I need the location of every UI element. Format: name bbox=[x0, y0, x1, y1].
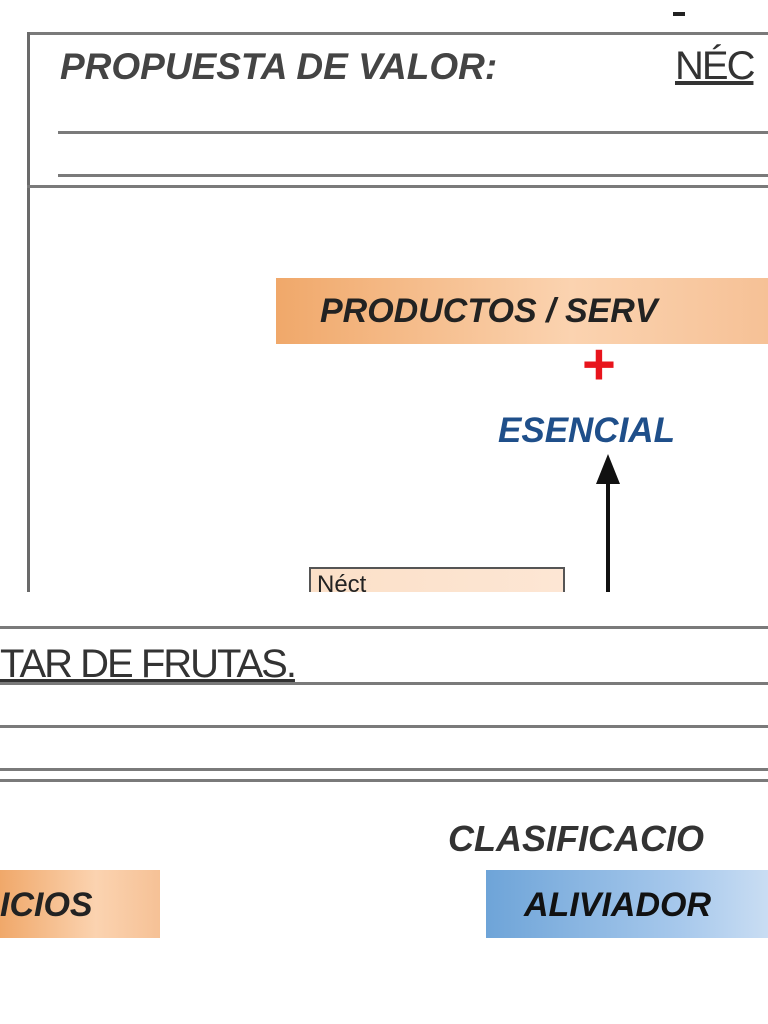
products-services-header: PRODUCTOS / SERV bbox=[276, 278, 768, 344]
bottom-fragment: TAR DE FRUTAS. CLASIFICACIO ICIOS ALIVIA… bbox=[0, 592, 768, 1024]
writing-line bbox=[0, 725, 768, 728]
value-proposition-label: PROPUESTA DE VALOR: bbox=[60, 46, 498, 87]
value-proposition-value: NÉC bbox=[675, 44, 755, 88]
product-box-text: Néct bbox=[317, 571, 367, 593]
header-divider bbox=[0, 779, 768, 782]
product-box: Néct bbox=[309, 567, 565, 592]
tick-mark bbox=[673, 12, 685, 16]
clasificacion-label: CLASIFICACIO bbox=[448, 818, 704, 859]
aliviador-label: ALIVIADOR bbox=[524, 886, 711, 924]
products-services-label: PRODUCTOS / SERV bbox=[320, 292, 658, 330]
aliviador-header: ALIVIADOR bbox=[486, 870, 768, 938]
writing-line bbox=[58, 174, 768, 177]
plus-icon: + bbox=[582, 332, 616, 397]
writing-line bbox=[58, 131, 768, 134]
frame-top-border bbox=[0, 626, 768, 629]
header-divider bbox=[27, 185, 768, 188]
frame-top-border bbox=[27, 32, 768, 35]
writing-line bbox=[0, 768, 768, 771]
frame-left-border bbox=[27, 32, 30, 592]
esencial-label: ESENCIAL bbox=[498, 411, 675, 450]
products-services-header: ICIOS bbox=[0, 870, 160, 938]
writing-line bbox=[0, 682, 768, 685]
products-services-label: ICIOS bbox=[0, 886, 93, 924]
arrow-up-icon bbox=[596, 454, 620, 592]
value-proposition-value: TAR DE FRUTAS. bbox=[0, 642, 297, 686]
